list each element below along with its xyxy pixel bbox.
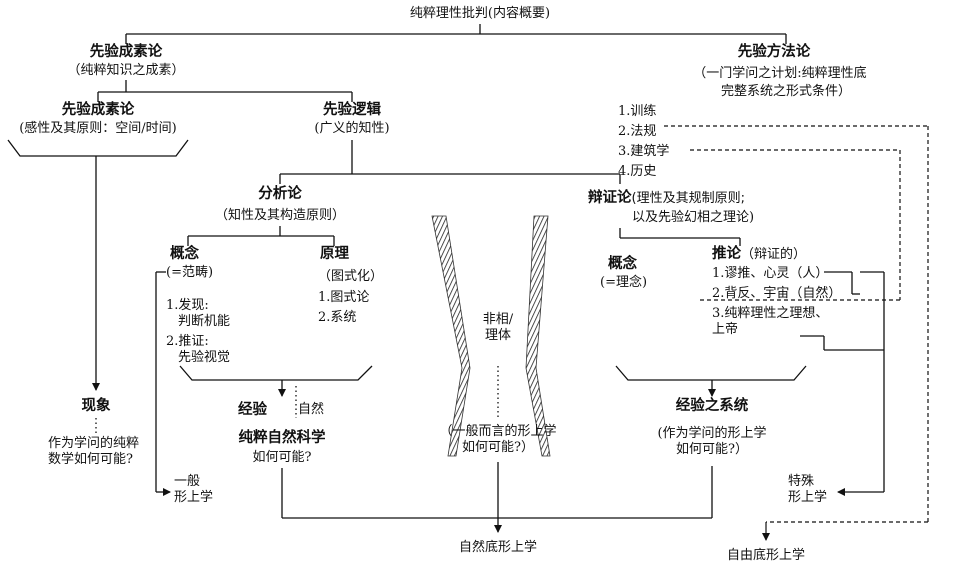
analytic-subtitle: （知性及其构造原则） <box>214 208 346 223</box>
science-question-2: 如何可能? <box>252 450 312 465</box>
list-item: 判断机能 <box>178 314 231 329</box>
metaphysics-science-question-2: 如何可能?） <box>676 442 748 457</box>
diagram-title: 纯粹理性批判(内容概要) <box>409 6 551 21</box>
metaphysics-of-nature: 自然底形上学 <box>458 540 538 555</box>
dialectic-title: 辩证论(理性及其规制原则; <box>588 190 745 207</box>
noumena-label-1: 非相/ <box>482 312 514 327</box>
right-hatch-wedge <box>525 215 551 457</box>
list-item: 4.历史 <box>618 164 657 179</box>
aesthetic-title: 先验成素论 <box>61 102 135 118</box>
dialectic-inferences-subtitle: （辩证的） <box>741 247 807 262</box>
method-subtitle-2: 完整系统之形式条件） <box>720 84 852 99</box>
list-item: 2.系统 <box>318 310 357 325</box>
dialectic-concepts-subtitle: (=理念) <box>600 275 648 290</box>
analytic-principles-list: 1.图式论 2.系统 <box>318 290 369 326</box>
special-metaphysics-1: 特殊 <box>788 474 815 489</box>
dialectic-inferences-heading: 推论（辩证的） <box>712 246 806 263</box>
list-item: 上帝 <box>712 322 739 337</box>
aesthetic-subtitle: (感性及其原则：空间/时间) <box>19 121 177 136</box>
logic-title: 先验逻辑 <box>323 102 381 118</box>
special-metaphysics-2: 形上学 <box>788 490 828 505</box>
general-metaphysics: 一般 形上学 <box>174 474 213 506</box>
analytic-concepts-title: 概念 <box>170 246 199 262</box>
analytic-concepts-list: 1.发现: 判断机能 2.推证: 先验视觉 <box>166 298 230 366</box>
metaphysics-question-2: 如何可能?） <box>462 440 534 455</box>
dialectic-subtitle-1: (理性及其规制原则; <box>631 191 745 206</box>
method-list: 1.训练 2.法规 3.建筑学 4.历史 <box>618 104 669 180</box>
analytic-concepts-subtitle: (=范畴) <box>166 265 214 280</box>
general-metaphysics-1: 一般 <box>174 474 201 489</box>
analytic-principles-subtitle: （图式化） <box>318 269 384 284</box>
logic-subtitle: (广义的知性) <box>314 121 390 136</box>
metaphysics-question: （一般而言的形上学 如何可能?） <box>439 424 556 456</box>
science-question-1: 纯粹自然科学 <box>238 430 326 446</box>
analytic-title: 分析论 <box>258 186 302 202</box>
dialectic-inferences-list: 1.谬推、心灵（人） 2.背反、宇宙（自然） 3.纯粹理性之理想、 上帝 <box>712 266 841 338</box>
special-metaphysics: 特殊 形上学 <box>788 474 827 506</box>
phenomena-label: 现象 <box>81 398 111 414</box>
metaphysics-of-freedom: 自由底形上学 <box>726 548 806 563</box>
dialectic-concepts-title: 概念 <box>608 256 637 272</box>
math-question: 作为学问的纯粹 数学如何可能? <box>48 436 139 468</box>
method-subtitle-1: （一门学问之计划:纯粹理性底 <box>693 66 867 81</box>
list-item: 2.法规 <box>618 124 657 139</box>
math-question-2: 数学如何可能? <box>48 452 133 467</box>
list-item: 1.谬推、心灵（人） <box>712 266 829 281</box>
math-question-1: 作为学问的纯粹 <box>48 436 140 451</box>
list-item: 先验视觉 <box>178 350 231 365</box>
metaphysics-science-question: (作为学问的形上学 如何可能?） <box>657 426 766 458</box>
nature-label: 自然 <box>298 402 325 417</box>
elements-subtitle: （纯粹知识之成素） <box>67 63 185 78</box>
metaphysics-question-1: （一般而言的形上学 <box>439 424 557 439</box>
method-title: 先验方法论 <box>737 44 811 60</box>
list-item: 2.背反、宇宙（自然） <box>712 286 842 301</box>
general-metaphysics-2: 形上学 <box>174 490 214 505</box>
noumena-label: 非相/ 理体 <box>483 312 513 344</box>
list-item: 1.图式论 <box>318 290 370 305</box>
dialectic-title-text: 辩证论 <box>588 190 632 206</box>
list-item: 1.训练 <box>618 104 657 119</box>
list-item: 1.发现: <box>166 298 209 313</box>
list-item: 3.纯粹理性之理想、 <box>712 306 829 321</box>
dialectic-inferences-title: 推论 <box>712 246 741 262</box>
analytic-principles-title: 原理 <box>320 246 349 262</box>
list-item: 3.建筑学 <box>618 144 670 159</box>
noumena-label-2: 理体 <box>484 328 512 343</box>
experience-system: 经验之系统 <box>675 398 749 414</box>
experience-label: 经验 <box>238 402 267 418</box>
left-hatch-wedge <box>431 215 471 457</box>
list-item: 2.推证: <box>166 334 209 349</box>
dialectic-subtitle-2: 以及先验幻相之理论) <box>632 210 755 225</box>
metaphysics-science-question-1: (作为学问的形上学 <box>657 426 767 441</box>
elements-title: 先验成素论 <box>89 44 163 60</box>
